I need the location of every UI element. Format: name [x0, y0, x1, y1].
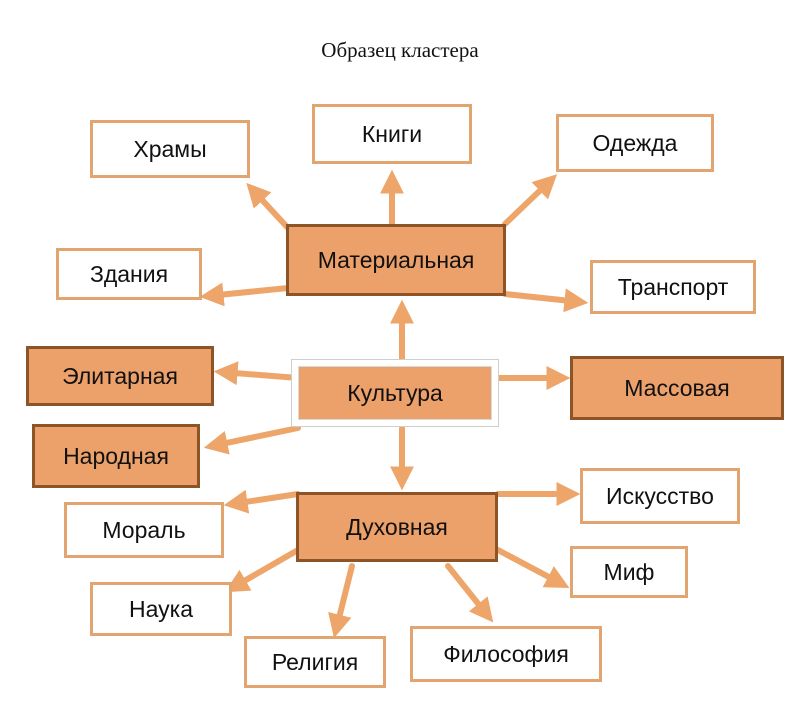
node-morality: Мораль	[64, 502, 224, 558]
node-books: Книги	[312, 104, 472, 164]
arrow-culture-to-folk	[203, 425, 301, 455]
node-clothes: Одежда	[556, 114, 714, 172]
arrow-spiritual-to-philosophy	[445, 563, 494, 623]
arrow-material-to-clothes	[502, 174, 558, 227]
node-mass: Массовая	[570, 356, 784, 420]
node-transport: Транспорт	[590, 260, 756, 314]
arrow-culture-to-elite	[213, 361, 301, 386]
node-myth: Миф	[570, 546, 688, 598]
arrow-spiritual-to-morality	[223, 489, 301, 514]
node-buildings: Здания	[56, 248, 202, 300]
arrow-spiritual-to-religion	[328, 563, 355, 639]
arrow-material-to-buildings	[199, 282, 291, 307]
node-art: Искусство	[580, 468, 740, 524]
node-spiritual: Духовная	[296, 492, 498, 562]
node-science: Наука	[90, 582, 232, 636]
node-culture: Культура	[298, 366, 492, 420]
node-temples: Храмы	[90, 120, 250, 178]
node-religion: Религия	[244, 636, 386, 688]
node-philosophy: Философия	[410, 626, 602, 682]
arrow-spiritual-to-myth	[495, 547, 570, 588]
node-material: Материальная	[286, 224, 506, 296]
diagram-title: Образец кластера	[321, 38, 479, 62]
node-elite: Элитарная	[26, 346, 214, 406]
arrow-spiritual-to-science	[224, 547, 301, 593]
node-folk: Народная	[32, 424, 200, 488]
arrow-material-to-temples	[246, 182, 291, 231]
arrow-material-to-transport	[502, 288, 589, 313]
